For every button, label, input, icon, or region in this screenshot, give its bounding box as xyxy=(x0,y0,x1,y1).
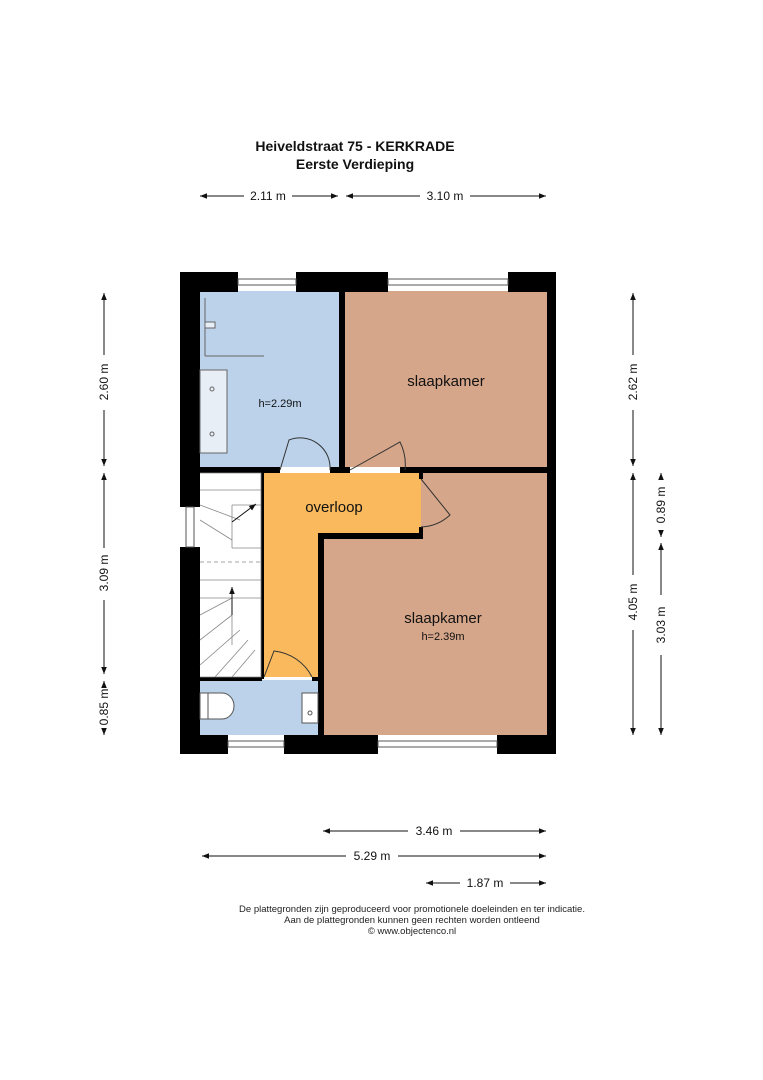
address-title: Heiveldstraat 75 - KERKRADE xyxy=(255,138,455,154)
dim-right-top: 2.62 m xyxy=(626,364,640,401)
dim-left-middle: 3.09 m xyxy=(97,555,111,592)
copyright-line: © www.objectenco.nl xyxy=(367,926,457,937)
staircase xyxy=(199,472,262,678)
disclaimer-line-2: Aan de plattegronden kunnen geen rechten… xyxy=(284,915,540,926)
dim-right-outer-bottom: 3.03 m xyxy=(654,607,668,644)
disclaimer-line-1: De plattegronden zijn geproduceerd voor … xyxy=(239,904,585,915)
bedroom-top-label: slaapkamer xyxy=(407,373,485,390)
dim-bottom-room: 3.46 m xyxy=(416,824,453,838)
landing-label: overloop xyxy=(305,499,363,516)
walls xyxy=(180,272,556,754)
windows xyxy=(185,278,509,748)
bedroom-top-room xyxy=(345,291,547,467)
stair-area xyxy=(200,473,261,677)
dim-right-bottom: 4.05 m xyxy=(626,584,640,621)
door-swings xyxy=(263,437,451,678)
bedroom-bottom-label: slaapkamer xyxy=(404,610,482,627)
bedroom-bottom-height-label: h=2.39m xyxy=(421,631,464,643)
toilet-fixtures xyxy=(199,692,319,724)
dimension-lines xyxy=(101,193,664,886)
bathroom-height-label: h=2.29m xyxy=(258,398,301,410)
dim-bottom-total: 5.29 m xyxy=(354,849,391,863)
dim-left-bottom: 0.85 m xyxy=(97,689,111,726)
dim-right-outer-top: 0.89 m xyxy=(654,487,668,524)
dim-left-top: 2.60 m xyxy=(97,364,111,401)
landing-room xyxy=(261,473,421,677)
dim-top-right: 3.10 m xyxy=(427,189,464,203)
dim-bottom-small: 1.87 m xyxy=(467,876,504,890)
bathroom-fixtures xyxy=(199,298,264,454)
floor-title: Eerste Verdieping xyxy=(295,156,415,172)
dim-top-left: 2.11 m xyxy=(250,189,286,203)
